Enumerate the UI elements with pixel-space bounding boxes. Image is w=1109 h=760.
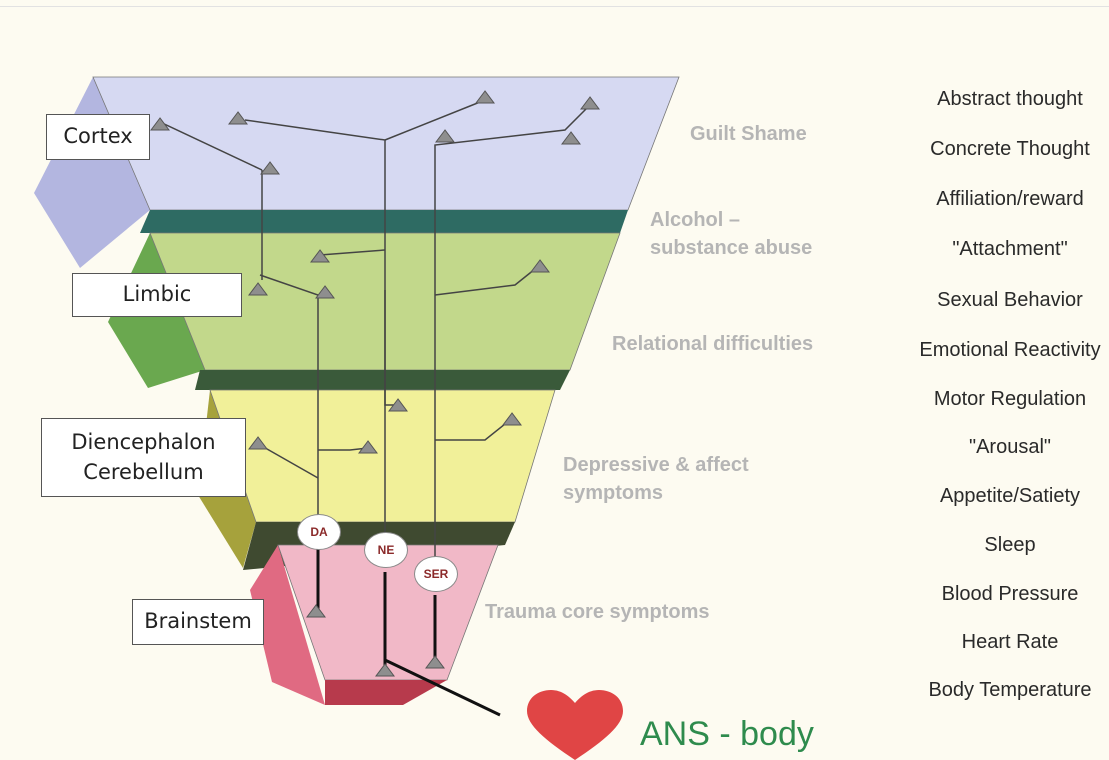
diencephalon-layer (210, 390, 555, 522)
norepinephrine-node: NE (364, 532, 408, 568)
limbic-label: Limbic (72, 273, 242, 317)
function-label: Blood Pressure (905, 583, 1109, 606)
symptom-depressive-affect: Depressive & affect symptoms (563, 451, 749, 507)
function-label: Heart Rate (905, 631, 1109, 654)
serotonin-node: SER (414, 556, 458, 592)
function-label: Appetite/Satiety (905, 485, 1109, 508)
function-label: Motor Regulation (905, 388, 1109, 411)
dopamine-node: DA (297, 514, 341, 550)
symptom-relational-difficulties: Relational difficulties (612, 330, 813, 358)
function-label: Sleep (905, 534, 1109, 557)
function-label: "Attachment" (905, 238, 1109, 261)
symptom-guilt-shame: Guilt Shame (690, 120, 807, 148)
function-label: Abstract thought (905, 88, 1109, 111)
symptom-trauma-core: Trauma core symptoms (485, 598, 710, 626)
function-label: Emotional Reactivity (905, 339, 1109, 362)
limbic-band (195, 370, 570, 390)
function-label: Concrete Thought (905, 138, 1109, 161)
brainstem-bottom (325, 680, 447, 705)
cortex-band (140, 210, 628, 233)
function-label: "Arousal" (905, 436, 1109, 459)
diencephalon-cerebellum-label: Diencephalon Cerebellum (41, 418, 246, 497)
symptom-substance-abuse: Alcohol – substance abuse (650, 206, 812, 262)
cortex-label: Cortex (46, 114, 150, 160)
cortex-layer (93, 77, 679, 210)
function-label: Affiliation/reward (905, 188, 1109, 211)
function-label: Body Temperature (905, 679, 1109, 702)
function-label: Sexual Behavior (905, 289, 1109, 312)
ans-body-label: ANS - body (640, 715, 814, 754)
heart-icon (527, 690, 623, 760)
brainstem-label: Brainstem (132, 599, 264, 645)
